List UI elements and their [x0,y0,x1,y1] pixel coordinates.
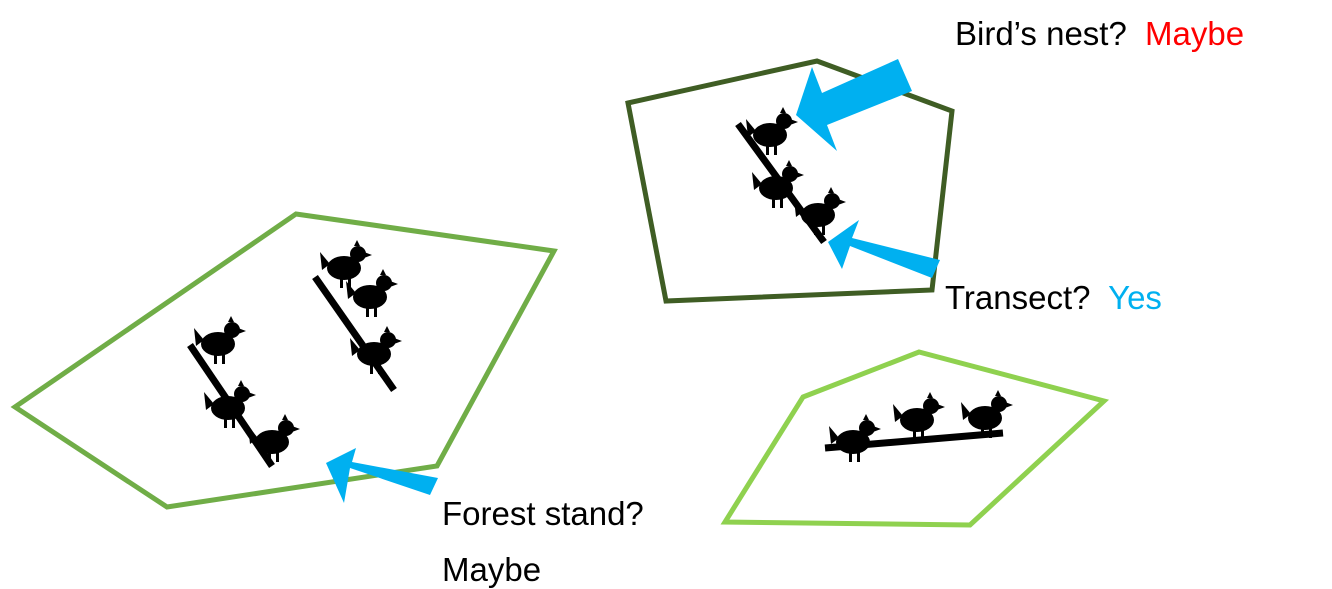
forest-stand-group [10,211,558,510]
nest-group [625,58,955,304]
bird-icon [320,240,372,288]
forest-stand-answer: Maybe [442,551,541,588]
transect-question: Transect? [945,279,1091,316]
transect-answer: Yes [1108,279,1162,316]
birds-nest-question: Bird’s nest? [955,15,1127,52]
bird-icon [829,414,881,462]
bird-icon [204,380,256,428]
pointer-arrow-forest [326,448,438,503]
bird-icon [893,392,945,440]
nest-polygon [625,58,955,304]
forest-stand-question: Forest stand? [442,495,644,532]
pointer-arrow-nest [796,59,912,151]
transect-polygon [720,349,1110,528]
birds-nest-label: Bird’s nest? Maybe [955,15,1244,52]
transect-group [720,349,1110,528]
bird-icon [961,390,1013,438]
forest-stand-polygon [10,211,558,510]
bird-icon [794,187,846,235]
pointer-arrow-transect [828,220,940,278]
transect-label: Transect? Yes [945,279,1162,316]
birds-nest-answer: Maybe [1145,15,1244,52]
bird-icon [248,414,300,462]
